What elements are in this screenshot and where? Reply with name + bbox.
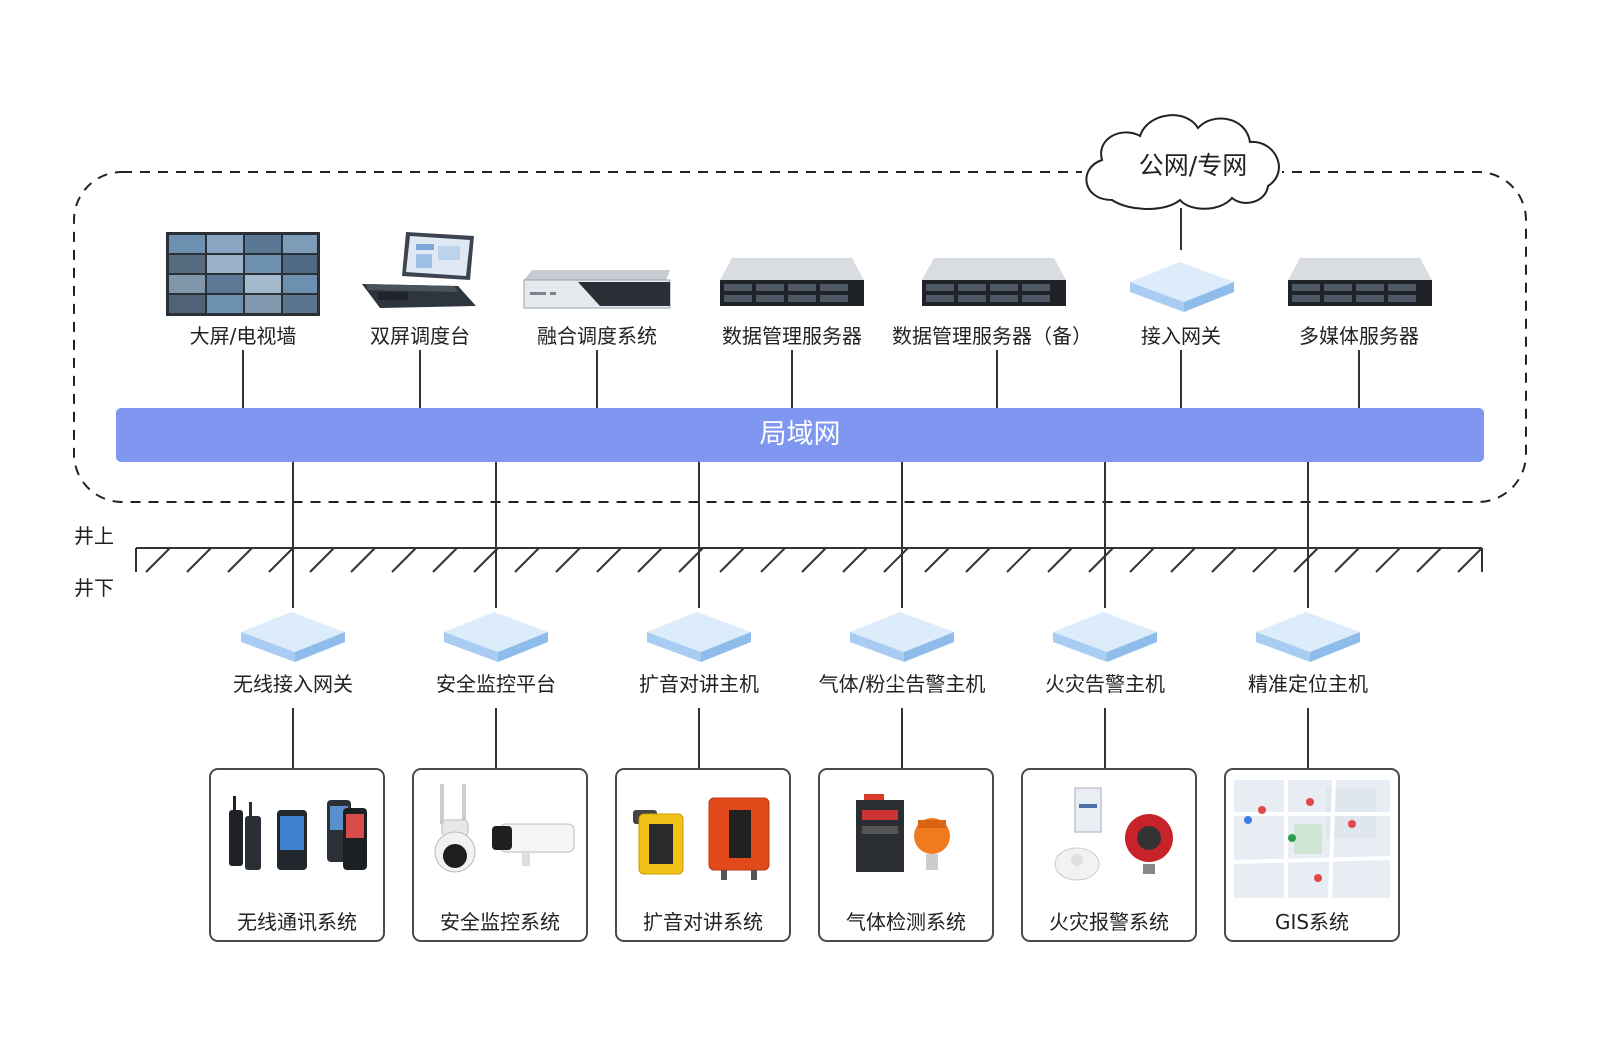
label-data-server-backup: 数据管理服务器（备）: [892, 324, 1092, 348]
hatch-mark: [1334, 547, 1360, 573]
gateway-icon: [444, 612, 548, 662]
system-caption: 安全监控系统: [440, 910, 560, 934]
hatch-mark: [1047, 547, 1073, 573]
hatch-mark: [1211, 547, 1237, 573]
video-wall-icon: [166, 232, 320, 316]
hatch-mark: [268, 547, 294, 573]
system-box-gis: GIS系统: [1224, 768, 1400, 942]
gateway-icon: [241, 612, 345, 662]
system-box-fire: 火灾报警系统: [1021, 768, 1197, 942]
label-wireless-gateway: 无线接入网关: [233, 672, 353, 696]
below-ground-label: 井下: [74, 576, 114, 600]
hatch-mark: [1252, 547, 1278, 573]
hatch-mark: [760, 547, 786, 573]
hatch-mark: [350, 547, 376, 573]
hatch-mark: [596, 547, 622, 573]
hatch-mark: [719, 547, 745, 573]
hatch-mark: [1375, 547, 1401, 573]
hatch-mark: [883, 547, 909, 573]
ground-divider: [135, 547, 1483, 572]
label-safety-monitor-platform: 安全监控平台: [436, 672, 556, 696]
hatch-mark: [432, 547, 458, 573]
lan-bar: [116, 408, 1484, 462]
hatch-mark: [924, 547, 950, 573]
rack-server-icon: [922, 258, 1066, 306]
label-intercom-host: 扩音对讲主机: [639, 672, 759, 696]
gateway-icon: [1256, 612, 1360, 662]
hatch-mark: [1170, 547, 1196, 573]
gateway-icon: [1130, 262, 1234, 312]
cloud-icon: [1085, 114, 1280, 210]
lan-label: 局域网: [759, 419, 841, 450]
gateway-icon: [1053, 612, 1157, 662]
hatch-mark: [678, 547, 704, 573]
hatch-mark: [842, 547, 868, 573]
system-box-cctv: 安全监控系统: [412, 768, 588, 942]
label-media-server: 多媒体服务器: [1299, 324, 1419, 348]
hatch-mark: [801, 547, 827, 573]
hatch-mark: [555, 547, 581, 573]
hatch-mark: [1457, 547, 1483, 573]
hatch-mark: [1416, 547, 1442, 573]
label-access-gateway: 接入网关: [1141, 324, 1221, 348]
hatch-mark: [186, 547, 212, 573]
hatch-mark: [1006, 547, 1032, 573]
cctv-cameras-icon: [434, 784, 575, 873]
system-box-gas: 气体检测系统: [818, 768, 994, 942]
label-fire-alarm-host: 火灾告警主机: [1045, 672, 1165, 696]
hatch-mark: [637, 547, 663, 573]
hatch-mark: [1129, 547, 1155, 573]
system-caption: GIS系统: [1274, 910, 1350, 934]
system-caption: 扩音对讲系统: [643, 910, 763, 934]
hatch-mark: [227, 547, 253, 573]
hatch-mark: [1088, 547, 1114, 573]
rack-server-icon: [1288, 258, 1432, 306]
fire-alarm-icon: [1054, 787, 1173, 881]
hatch-mark: [391, 547, 417, 573]
label-video-wall: 大屏/电视墙: [189, 324, 297, 348]
cloud-label: 公网/专网: [1138, 151, 1248, 180]
dispatch-console-icon: [362, 232, 476, 308]
gateway-icon: [647, 612, 751, 662]
map-icon: [1234, 780, 1390, 898]
server-appliance-icon: [523, 270, 671, 309]
label-dispatch-console: 双屏调度台: [370, 324, 470, 348]
label-gas-alarm-host: 气体/粉尘告警主机: [818, 672, 986, 696]
hatch-mark: [1293, 547, 1319, 573]
hatch-mark: [473, 547, 499, 573]
gas-detector-icon: [856, 794, 950, 872]
hatch-mark: [965, 547, 991, 573]
radio-phones-icon: [229, 796, 367, 870]
label-positioning-host: 精准定位主机: [1248, 672, 1368, 696]
label-data-server: 数据管理服务器: [722, 324, 862, 348]
hatch-mark: [145, 547, 171, 573]
rack-server-icon: [720, 258, 864, 306]
hatch-mark: [514, 547, 540, 573]
system-box-intercom: 扩音对讲系统: [615, 768, 791, 942]
intercom-phones-icon: [633, 797, 770, 880]
above-ground-label: 井上: [74, 524, 114, 548]
label-fusion-dispatch: 融合调度系统: [537, 324, 657, 348]
gateway-icon: [850, 612, 954, 662]
system-caption: 火灾报警系统: [1049, 910, 1169, 934]
system-box-wireless: 无线通讯系统: [209, 768, 385, 942]
hatch-mark: [309, 547, 335, 573]
surface-network-boundary: [73, 171, 1527, 503]
system-caption: 气体检测系统: [846, 910, 966, 934]
system-caption: 无线通讯系统: [237, 910, 357, 934]
